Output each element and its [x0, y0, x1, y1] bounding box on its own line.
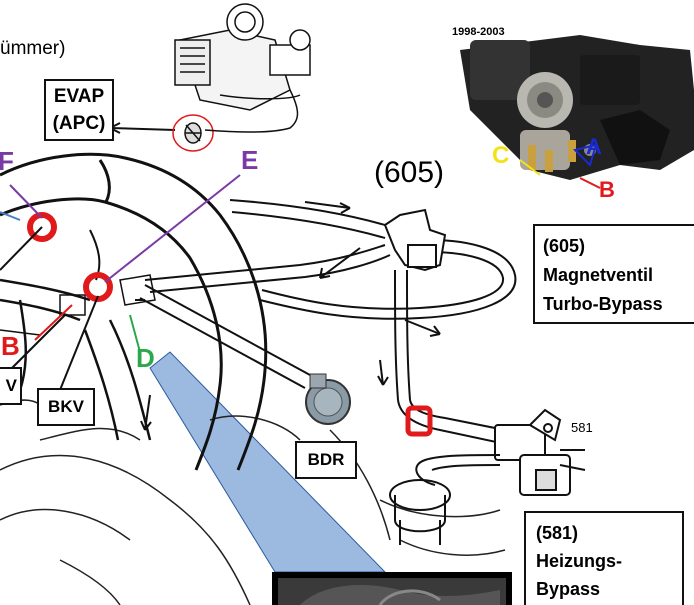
engine-outline [0, 399, 506, 605]
letter-e: E [241, 145, 259, 175]
header-text: ümmer) [0, 38, 66, 59]
evap-label-line1: EVAP [53, 86, 105, 107]
evap-label-box: EVAP (APC) [44, 79, 114, 141]
lower-hose-581 [389, 454, 501, 545]
intake-tube [0, 152, 268, 471]
heizungs-line1: (581) [536, 523, 579, 543]
engine-left-parts [0, 274, 156, 441]
evap-ring [172, 114, 214, 152]
magnetventil-line1: (605) [543, 236, 586, 256]
photo-letter-c: C [492, 142, 510, 169]
letter-b-left: B [1, 331, 20, 361]
magnetventil-line2: Magnetventil [543, 265, 654, 285]
flow-arrows [109, 122, 441, 431]
valve-605 [383, 208, 447, 272]
throttle-body-sketch [174, 3, 311, 144]
bdr-label-box: BDR [295, 441, 357, 479]
photo-letter-a: A [586, 134, 602, 159]
detail-photo [272, 572, 512, 605]
connector-ring-f [27, 212, 57, 242]
v-label-box: V [0, 367, 22, 405]
letter-d: D [136, 343, 155, 373]
heizungs-line2: Heizungs- [536, 551, 623, 571]
letter-f: F [0, 146, 14, 176]
throttle-photo [460, 35, 694, 189]
valve-581 [494, 408, 586, 496]
heizungs-line3: Bypass [536, 579, 601, 599]
bdr-hose [139, 284, 311, 389]
valve-605-code: (605) [374, 156, 445, 189]
bkv-label-box: BKV [37, 388, 95, 426]
photo-letter-b: B [599, 177, 615, 202]
heizungs-bypass-label-box: (581) Heizungs- Bypass [524, 511, 684, 605]
magnetventil-line3: Turbo-Bypass [543, 294, 663, 314]
evap-label-line2: (APC) [52, 113, 106, 134]
hose-to-605 [144, 199, 517, 446]
year-range-label: 1998-2003 [452, 26, 505, 38]
magnetventil-label-box: (605) Magnetventil Turbo-Bypass [533, 224, 694, 324]
connector-ring-e [83, 272, 113, 302]
leader-lines [0, 174, 241, 391]
valve-581-code: 581 [571, 420, 593, 435]
clamp-581 [405, 405, 433, 437]
